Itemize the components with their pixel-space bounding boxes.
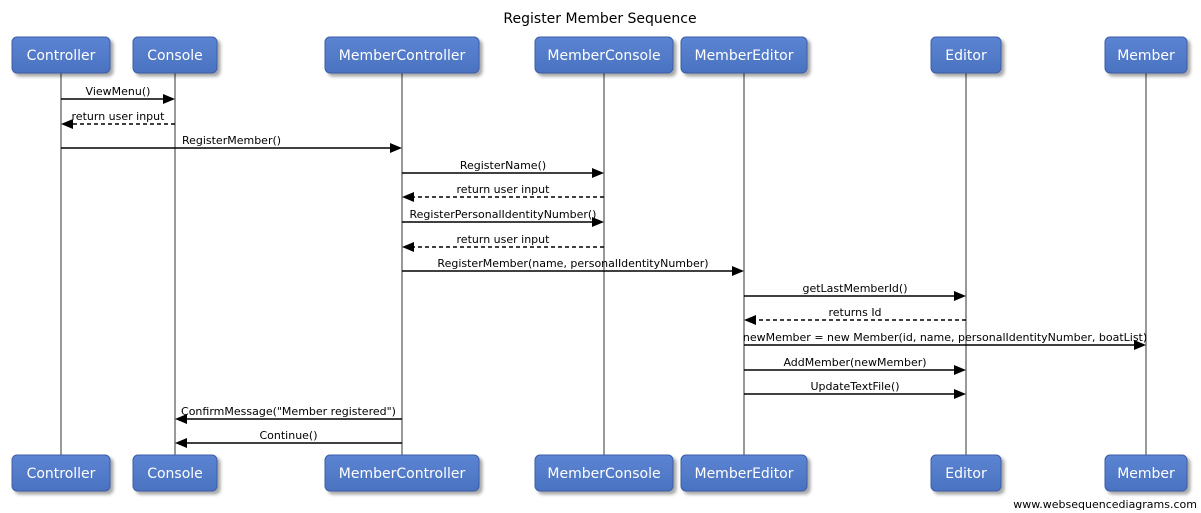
participant-box	[11, 454, 111, 492]
arrow-head	[61, 119, 73, 129]
message-label: RegisterPersonalIdentityNumber()	[410, 208, 597, 221]
message-label: Continue()	[259, 429, 317, 442]
participant-box	[534, 36, 674, 74]
participant-label: MemberConsole	[547, 48, 660, 64]
participant-box	[324, 454, 480, 492]
message-label: UpdateTextFile()	[810, 380, 899, 393]
arrow-head	[744, 315, 756, 325]
participant-membereditor-bottom: MemberEditor	[680, 454, 808, 492]
participant-label: MemberController	[339, 466, 466, 482]
arrow-head	[163, 94, 175, 104]
participant-editor-top: Editor	[930, 36, 1002, 74]
participant-label: Member	[1117, 466, 1175, 482]
footer-credit: www.websequencediagrams.com	[1013, 498, 1197, 511]
participant-controller-bottom: Controller	[11, 454, 111, 492]
arrow-head	[954, 365, 966, 375]
arrow-head	[402, 242, 414, 252]
participant-label: Console	[147, 48, 203, 64]
participant-box	[534, 454, 674, 492]
message-label: RegisterMember(name, personalIdentityNum…	[437, 257, 708, 270]
diagram-title: Register Member Sequence	[503, 11, 696, 27]
participant-label: Console	[147, 466, 203, 482]
message-11: newMember = new Member(id, name, persona…	[743, 331, 1147, 350]
participant-box	[132, 36, 218, 74]
message-3: RegisterMember()	[61, 134, 402, 153]
message-label: return user input	[72, 110, 166, 123]
participant-memberconsole-top: MemberConsole	[534, 36, 674, 74]
message-label: RegisterMember()	[182, 134, 281, 147]
message-13: UpdateTextFile()	[744, 380, 966, 399]
participant-console-bottom: Console	[132, 454, 218, 492]
participant-label: Member	[1117, 48, 1175, 64]
participant-label: MemberConsole	[547, 466, 660, 482]
message-label: return user input	[457, 233, 551, 246]
message-label: ConfirmMessage("Member registered")	[181, 405, 396, 418]
participant-box	[930, 454, 1002, 492]
participant-membereditor-top: MemberEditor	[680, 36, 808, 74]
participant-console-top: Console	[132, 36, 218, 74]
participant-box	[930, 36, 1002, 74]
participant-box	[11, 36, 111, 74]
participant-boxes: ControllerControllerConsoleConsoleMember…	[11, 36, 1188, 492]
message-label: RegisterName()	[460, 159, 546, 172]
message-arrows: ViewMenu()return user inputRegisterMembe…	[61, 85, 1147, 448]
participant-editor-bottom: Editor	[930, 454, 1002, 492]
message-8: RegisterMember(name, personalIdentityNum…	[402, 257, 744, 276]
participant-label: MemberController	[339, 48, 466, 64]
message-label: newMember = new Member(id, name, persona…	[743, 331, 1147, 344]
arrow-head	[592, 168, 604, 178]
participant-box	[680, 36, 808, 74]
participant-box	[680, 454, 808, 492]
message-2: return user input	[61, 110, 175, 129]
participant-box	[1104, 454, 1188, 492]
arrow-head	[592, 217, 604, 227]
participant-label: MemberEditor	[694, 466, 793, 482]
message-6: RegisterPersonalIdentityNumber()	[402, 208, 604, 227]
participant-member-bottom: Member	[1104, 454, 1188, 492]
message-4: RegisterName()	[402, 159, 604, 178]
arrow-head	[402, 192, 414, 202]
participant-membercontroller-top: MemberController	[324, 36, 480, 74]
lifelines	[60, 73, 1147, 455]
participant-member-top: Member	[1104, 36, 1188, 74]
message-10: returns Id	[744, 306, 966, 325]
message-label: returns Id	[828, 306, 881, 319]
message-15: Continue()	[175, 429, 402, 448]
participant-label: Controller	[27, 466, 96, 482]
arrow-head	[954, 291, 966, 301]
participant-memberconsole-bottom: MemberConsole	[534, 454, 674, 492]
participant-box	[132, 454, 218, 492]
arrow-head	[175, 414, 187, 424]
participant-box	[1104, 36, 1188, 74]
arrow-head	[954, 389, 966, 399]
message-7: return user input	[402, 233, 604, 252]
participant-label: Editor	[945, 466, 987, 482]
message-label: getLastMemberId()	[802, 282, 907, 295]
message-label: AddMember(newMember)	[783, 356, 926, 369]
participant-label: Controller	[27, 48, 96, 64]
message-9: getLastMemberId()	[744, 282, 966, 301]
participant-label: Editor	[945, 48, 987, 64]
message-label: ViewMenu()	[86, 85, 151, 98]
arrow-head	[175, 438, 187, 448]
message-12: AddMember(newMember)	[744, 356, 966, 375]
participant-box	[324, 36, 480, 74]
message-14: ConfirmMessage("Member registered")	[175, 405, 402, 424]
message-5: return user input	[402, 183, 604, 202]
arrow-head	[390, 143, 402, 153]
participant-membercontroller-bottom: MemberController	[324, 454, 480, 492]
arrow-head	[732, 266, 744, 276]
message-label: return user input	[457, 183, 551, 196]
participant-label: MemberEditor	[694, 48, 793, 64]
arrow-head	[1134, 340, 1146, 350]
message-1: ViewMenu()	[61, 85, 175, 104]
participant-controller-top: Controller	[11, 36, 111, 74]
